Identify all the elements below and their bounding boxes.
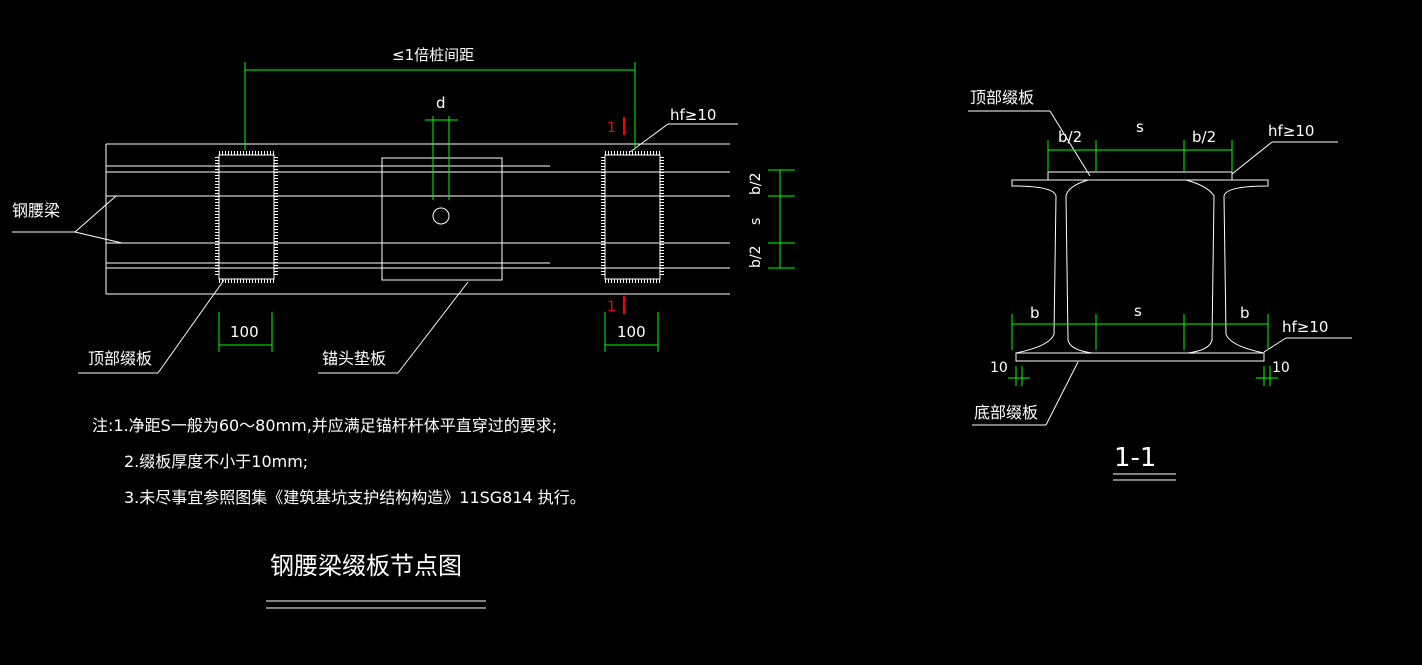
label-top-plate: 顶部缀板: [88, 349, 152, 368]
section-title: 1-1: [1114, 443, 1156, 473]
dim-s-label: s: [748, 218, 764, 225]
section-mark-top: 1: [607, 120, 616, 136]
dim-top-label: ≤1倍桩间距: [392, 46, 474, 64]
section-mark-bottom: 1: [607, 299, 616, 315]
label-anchor-plate: 锚头垫板: [322, 349, 386, 368]
section-dim-b2-right: b/2: [1192, 128, 1216, 146]
plan-dimensions: [218, 62, 795, 352]
dim-d-label: d: [436, 94, 446, 112]
drawing-title: 钢腰梁缀板节点图: [270, 552, 462, 580]
section-dim-hf-bottom: hf≥10: [1282, 318, 1328, 336]
drawing-title-underline: [266, 600, 486, 609]
section-label-top-plate: 顶部缀板: [970, 88, 1034, 107]
section-dim-s-bottom: s: [1134, 302, 1142, 320]
dim-hf-label: hf≥10: [670, 106, 716, 124]
section-dim-10-left: 10: [990, 360, 1008, 376]
section-dimensions: [1008, 140, 1278, 386]
note-line-2: 2.缀板厚度不小于10mm;: [124, 452, 308, 471]
section-label-bottom-plate: 底部缀板: [974, 403, 1038, 422]
label-steel-beam: 钢腰梁: [12, 201, 60, 220]
dim-100-left: 100: [230, 323, 259, 341]
section-dim-b-left: b: [1030, 304, 1040, 322]
section-dim-10-right: 10: [1272, 360, 1290, 376]
weld-marks-plan: [215, 151, 664, 283]
dim-b2-upper: b/2: [748, 172, 764, 195]
section-view: [968, 110, 1352, 481]
note-line-3: 3.未尽事宜参照图集《建筑基坑支护结构构造》11SG814 执行。: [124, 488, 586, 507]
dim-b2-lower: b/2: [748, 245, 764, 268]
dim-100-right: 100: [617, 323, 646, 341]
section-dim-s-top: s: [1136, 118, 1144, 136]
section-dim-b2-left: b/2: [1058, 128, 1082, 146]
section-dim-hf-top: hf≥10: [1268, 122, 1314, 140]
section-dim-b-right: b: [1240, 304, 1250, 322]
note-line-1: 注:1.净距S一般为60～80mm,并应满足锚杆杆体平直穿过的要求;: [92, 416, 557, 435]
